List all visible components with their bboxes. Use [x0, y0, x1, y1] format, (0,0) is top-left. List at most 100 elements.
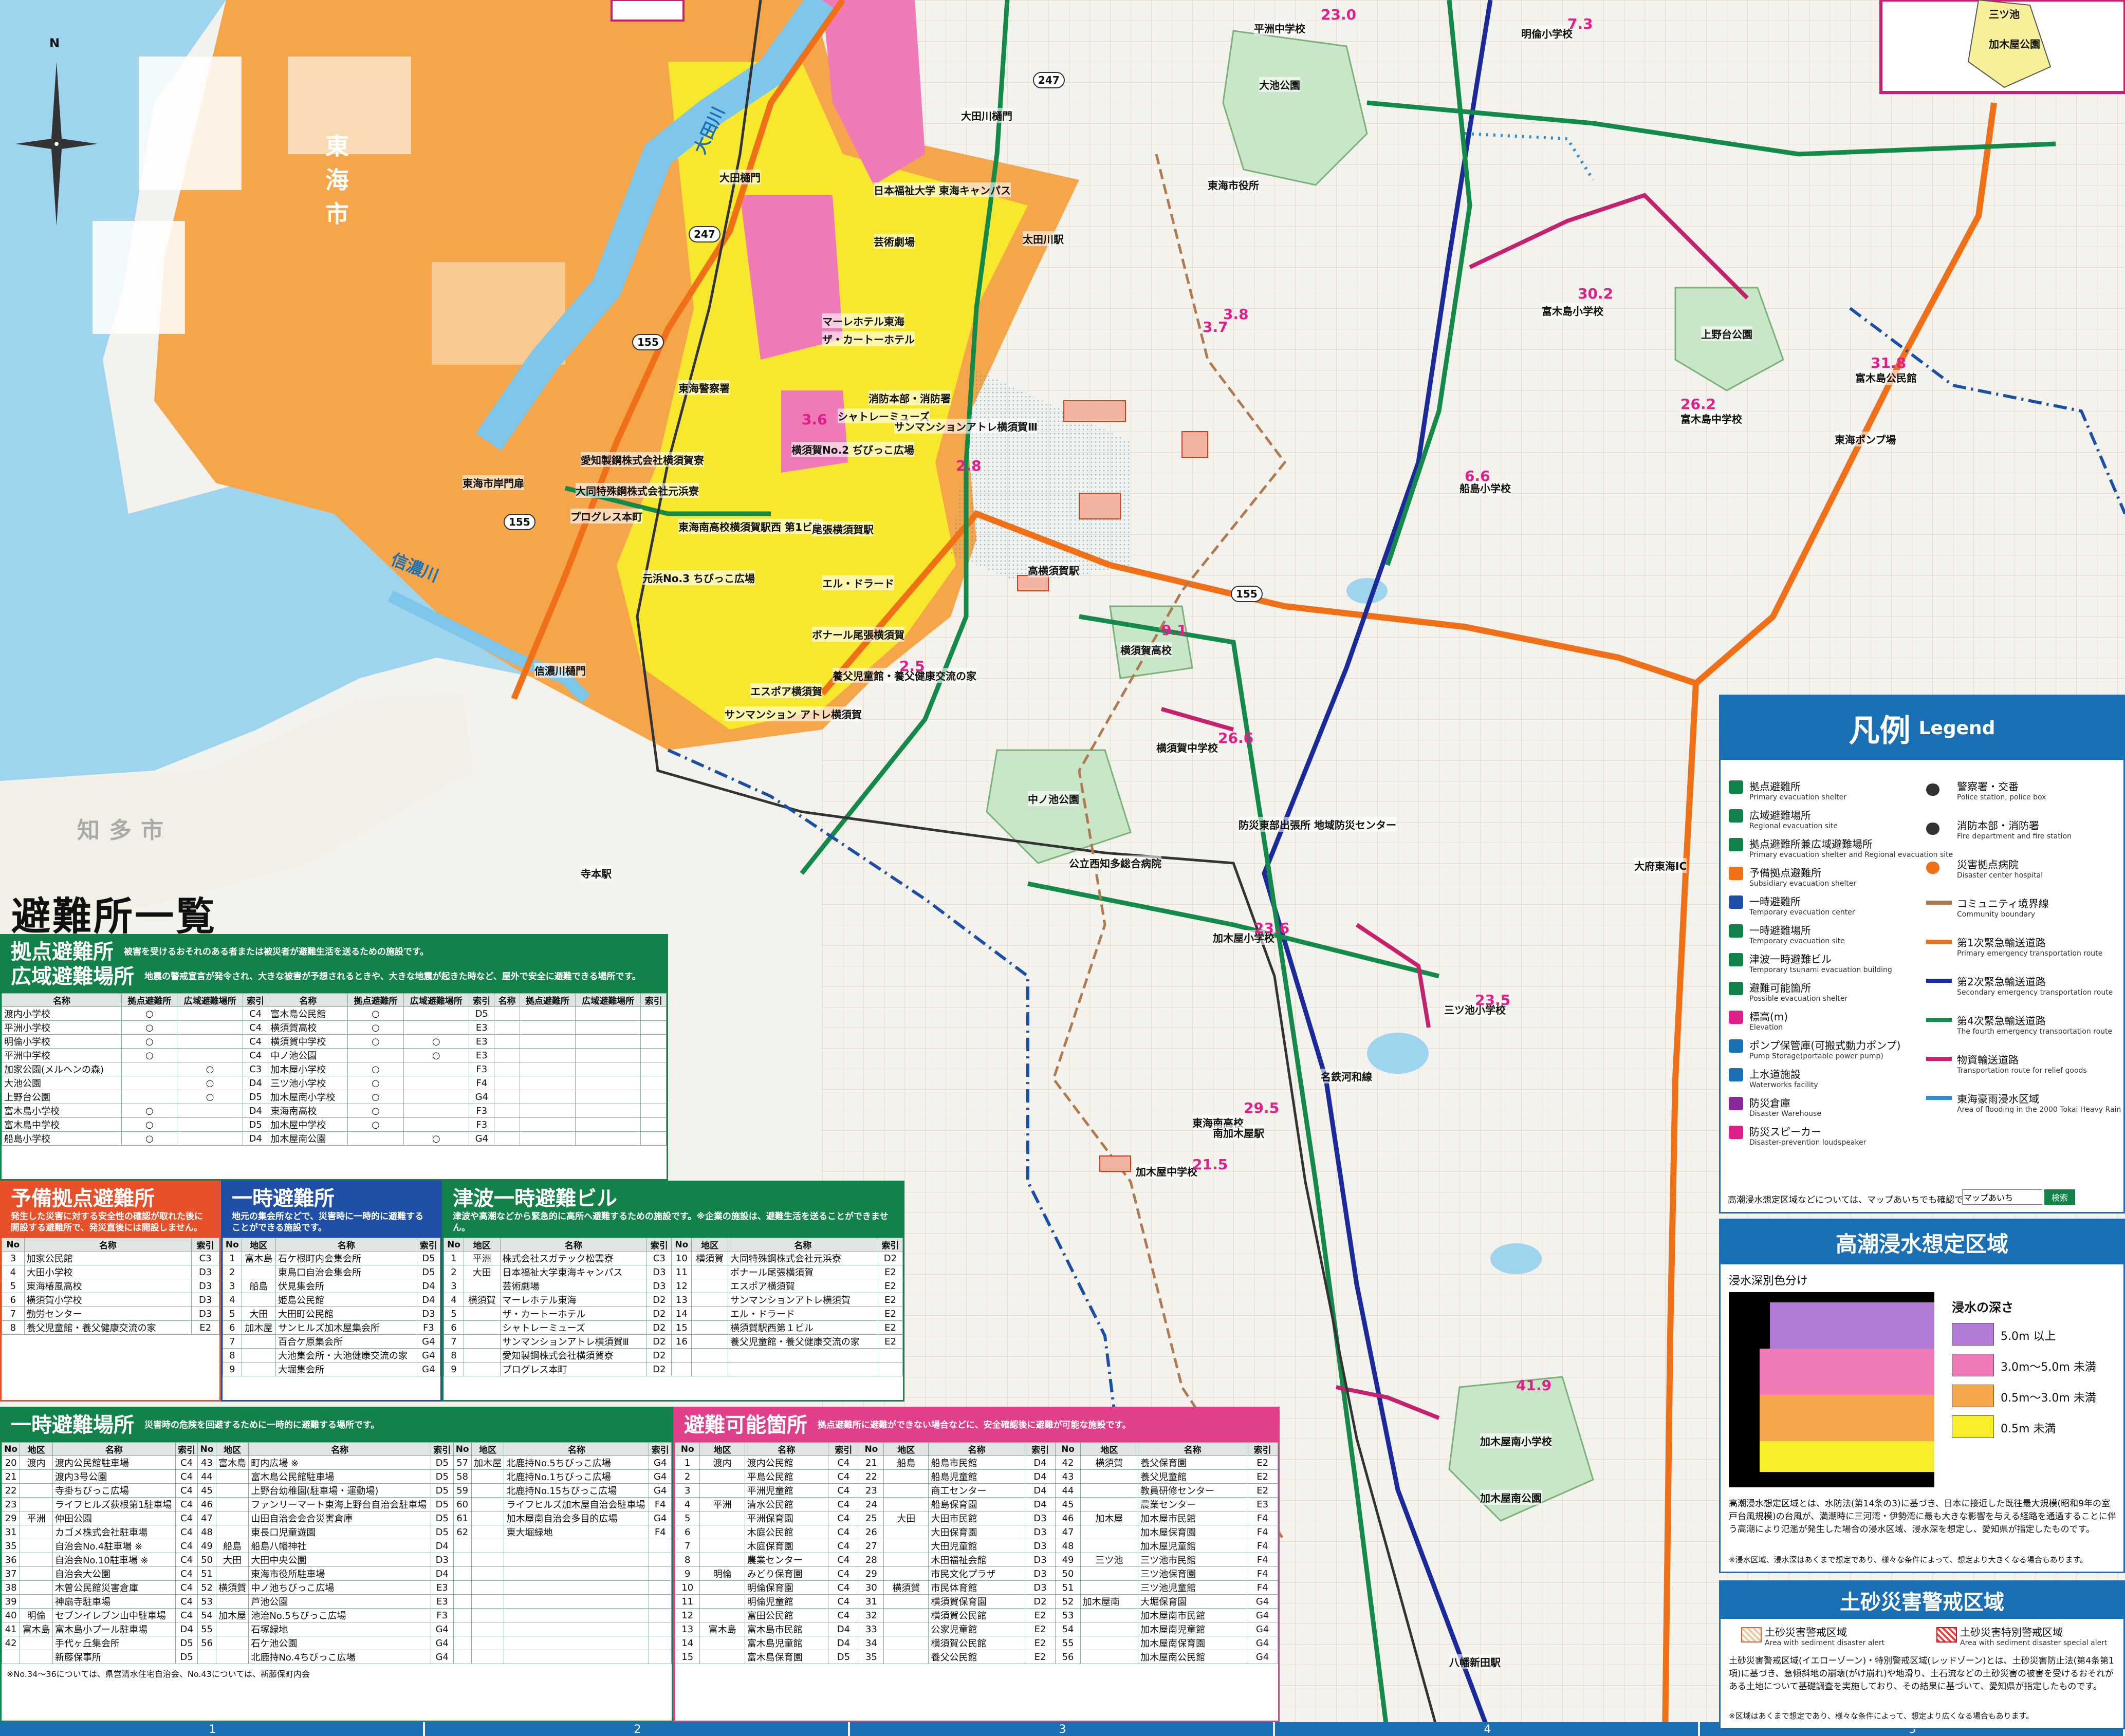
map-place-label[interactable]: 富木島中学校 — [1680, 411, 1742, 426]
possible-cell: 29 — [858, 1566, 884, 1581]
map-place-label[interactable]: 愛知製鋼株式会社横須賀寮 — [581, 452, 704, 467]
primary-cell — [403, 1020, 470, 1035]
map-place-label[interactable]: 八幡新田駅 — [1449, 1654, 1501, 1669]
map-place-label[interactable]: 芸術劇場 — [874, 234, 915, 249]
map-place-label[interactable]: 東海警察署 — [678, 380, 730, 395]
map-place-label[interactable]: 三ツ池小学校 — [1444, 1002, 1506, 1017]
possible-cell: 12 — [674, 1608, 700, 1622]
map-place-label[interactable]: 大同特殊鋼株式会社元浜寮 — [576, 483, 699, 498]
map-place-label[interactable]: 東海ポンプ場 — [1835, 432, 1896, 446]
map-place-label[interactable]: 上野台公園 — [1701, 326, 1752, 341]
route-secondary-1 — [1262, 0, 1493, 1736]
primary-title: 拠点避難所 — [11, 940, 114, 964]
map-place-label[interactable]: 東海市岸門扉 — [463, 475, 524, 490]
tsunami-cell — [691, 1362, 728, 1376]
legend-item: 標高(m)Elevation — [1749, 1011, 1788, 1032]
primary-cell — [177, 1020, 243, 1035]
map-place-label[interactable]: ザ・カートーホテル — [822, 331, 915, 346]
map-place-label[interactable]: 東海市役所 — [1208, 177, 1259, 192]
elevation-label: 23.5 — [1475, 992, 1511, 1009]
map-place-label[interactable]: 横須賀高校 — [1120, 642, 1172, 657]
tplace-cell — [649, 1539, 672, 1553]
primary-cell: 加家公園(メルヘンの森) — [1, 1062, 122, 1076]
map-place-label[interactable]: エル・ドラード — [822, 575, 894, 590]
tplace-cell: C4 — [175, 1553, 198, 1567]
map-place-label[interactable]: 富木島小学校 — [1542, 303, 1603, 318]
map-place-label[interactable]: 横須賀No.2 ぢびっこ広場 — [791, 442, 914, 457]
map-place-label[interactable]: 南加木屋駅 — [1213, 1125, 1264, 1140]
map-place-label[interactable]: 加木屋小学校 — [1213, 930, 1274, 945]
map-place-label[interactable]: サンマンションアトレ横須賀Ⅲ — [894, 419, 1038, 434]
map-place-label[interactable]: サンマンション アトレ横須賀 — [725, 706, 862, 721]
possible-cell: 11 — [674, 1594, 700, 1609]
railway-meitetsu — [636, 0, 1440, 1736]
tplace-header-cell: 名称 — [248, 1442, 432, 1456]
primary-cell — [403, 1006, 470, 1021]
tsunami-cell: 横須賀 — [691, 1251, 728, 1265]
map-place-label[interactable]: エスポア横須賀 — [750, 683, 822, 698]
map-place-label[interactable]: 養父児童館・養父健康交流の家 — [833, 668, 976, 683]
tplace-cell: 58 — [453, 1469, 472, 1484]
map-place-label[interactable]: 大田樋門 — [719, 170, 761, 184]
map-place-label[interactable]: 東海南高校 — [678, 519, 730, 534]
map-place-label[interactable]: 大田川樋門 — [961, 108, 1012, 123]
map-place-label[interactable]: 元浜No.3 ちびっこ広場 — [642, 570, 755, 585]
map-place-label[interactable]: 加木屋南小学校 — [1480, 1433, 1552, 1448]
tsunami-cell: プログレス本町 — [500, 1362, 648, 1376]
tsunami-cell: サンマンションアトレ横須賀 — [727, 1293, 878, 1307]
map-place-label[interactable]: 加木屋南公園 — [1480, 1490, 1542, 1505]
map-place-label[interactable]: 寺本駅 — [581, 866, 612, 881]
map-place-label[interactable]: 信濃川樋門 — [534, 663, 586, 678]
map-place-label[interactable]: 公立西知多総合病院 — [1069, 855, 1161, 870]
map-place-label[interactable]: プログレス本町 — [570, 509, 642, 524]
legend-note: 高潮浸水想定区域などについては、マップあいちでも確認できます。 — [1728, 1195, 1998, 1205]
depth-label: 3.0m〜5.0m 未満 — [2001, 1361, 2096, 1374]
tplace-header-cell: 索引 — [431, 1442, 454, 1456]
map-place-label[interactable]: 平洲中学校 — [1254, 21, 1305, 35]
map-place-label[interactable]: 富木島公民館 — [1855, 370, 1917, 385]
map-place-label[interactable]: 船島小学校 — [1459, 480, 1511, 495]
tplace-cell: G4 — [649, 1511, 672, 1525]
possible-cell: C4 — [828, 1566, 859, 1581]
map-place-label[interactable]: 加木屋中学校 — [1136, 1164, 1197, 1179]
tplace-cell: 60 — [453, 1497, 472, 1511]
possible-cell: C4 — [828, 1539, 859, 1553]
map-place-label[interactable]: 太田川駅 — [1023, 231, 1064, 246]
possible-cell: 44 — [1055, 1483, 1081, 1498]
map-place-label[interactable]: 大池公園 — [1259, 77, 1300, 92]
legend-swatch — [1926, 823, 1939, 835]
possible-cell — [883, 1525, 929, 1539]
temp-cell: 大堀集会所 — [275, 1362, 417, 1376]
map-place-label[interactable]: 高横須賀駅 — [1028, 563, 1079, 577]
map-place-label[interactable]: 消防本部・消防署 — [869, 390, 951, 405]
map-aichi-search-input[interactable] — [1962, 1189, 2042, 1205]
possible-cell: F4 — [1247, 1553, 1278, 1567]
map-place-label[interactable]: 横須賀中学校 — [1156, 740, 1218, 755]
tplace-header-cell: 名称 — [504, 1442, 650, 1456]
map-place-label[interactable]: 明倫小学校 — [1521, 26, 1573, 41]
temp-site-title: 一時避難場所 — [11, 1413, 134, 1437]
map-place-label[interactable]: 尾張横須賀駅 — [812, 521, 874, 536]
tplace-cell: 59 — [453, 1483, 472, 1498]
map-place-label[interactable]: マーレホテル東海 — [822, 313, 904, 328]
map-place-label[interactable]: 横須賀駅西 第1ビル — [730, 519, 823, 534]
possible-cell: 商工センター — [928, 1483, 1025, 1498]
map-place-label[interactable]: ボナール尾張横須賀 — [812, 627, 904, 642]
sub-cell: 7 — [2, 1306, 25, 1321]
tplace-cell: 上野台幼稚園(駐車場・運動場) — [248, 1483, 432, 1498]
search-button[interactable]: 検索 — [2044, 1189, 2075, 1205]
tsunami-cell: E2 — [877, 1265, 903, 1279]
temp-cell: 姫島公民館 — [275, 1293, 417, 1307]
tsunami-header-cell: 地区 — [691, 1238, 728, 1252]
primary-cell — [177, 1104, 243, 1118]
map-place-label[interactable]: 名鉄河和線 — [1321, 1069, 1372, 1084]
map-place-label[interactable]: 防災東部出張所 地域防災センター — [1239, 817, 1396, 832]
primary-cell — [575, 1034, 641, 1049]
map-place-label[interactable]: 中ノ池公園 — [1028, 791, 1079, 806]
tplace-cell: 44 — [197, 1469, 216, 1484]
map-place-label[interactable]: 日本福祉大学 東海キャンパス — [874, 182, 1011, 197]
map-place-label[interactable]: 大府東海IC — [1634, 858, 1687, 873]
